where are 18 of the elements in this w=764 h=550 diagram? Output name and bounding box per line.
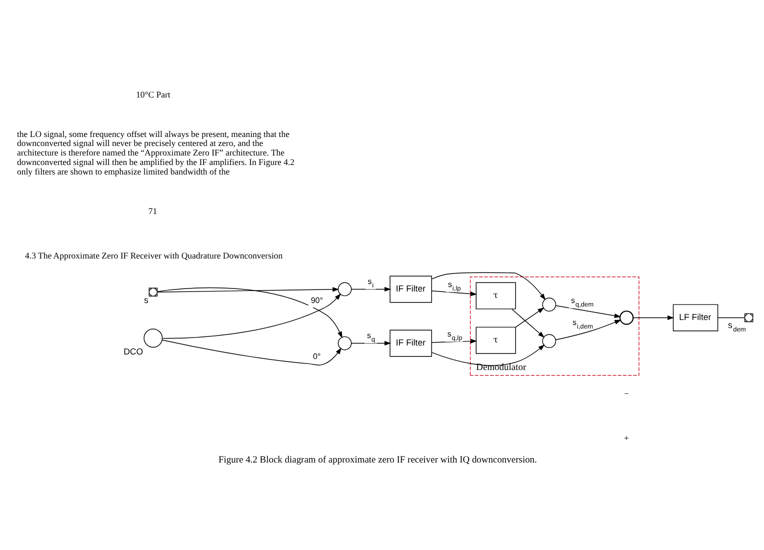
edge-label: s$_{i,lp}$ [448, 280, 461, 292]
edge-label: s$_{q}$ [367, 330, 376, 344]
node-label: s$_{dem}$ [728, 320, 746, 334]
label: 4.3 The Approximate Zero IF Receiver with Quadrature Downconversion [25, 250, 283, 261]
edge-label: s$_{q,dem}$ [571, 296, 594, 308]
label: the LO signal, some frequency offset will always be present, meaning that the downconverted signal will never be precisely centered at zero, and the architecture is therefore named the “Approximate Zero IF” architecture. The downconverted signal will then be amplified by the IF amplifiers. In Figure 4.2 only filters are shown to emphasize limited bandwidth of the [17, 128, 295, 177]
edge-label: 0° [313, 352, 321, 362]
edge-label: 90° [310, 296, 323, 305]
edge-label: s$_{q,lp}$ [447, 330, 462, 342]
caption: Figure 4.2 Block diagram of approximate zero IF receiver with IQ downconversion. [218, 456, 537, 466]
edge-label: s$_{i}$ [368, 276, 374, 290]
label: + [624, 433, 629, 444]
node-label: DCO [124, 346, 144, 356]
edge-label: s$_{i,dem}$ [572, 318, 593, 330]
label: 71 [148, 206, 158, 216]
node-label: s [144, 295, 148, 306]
label: − [624, 388, 629, 399]
label: 10°C Part [136, 89, 170, 100]
